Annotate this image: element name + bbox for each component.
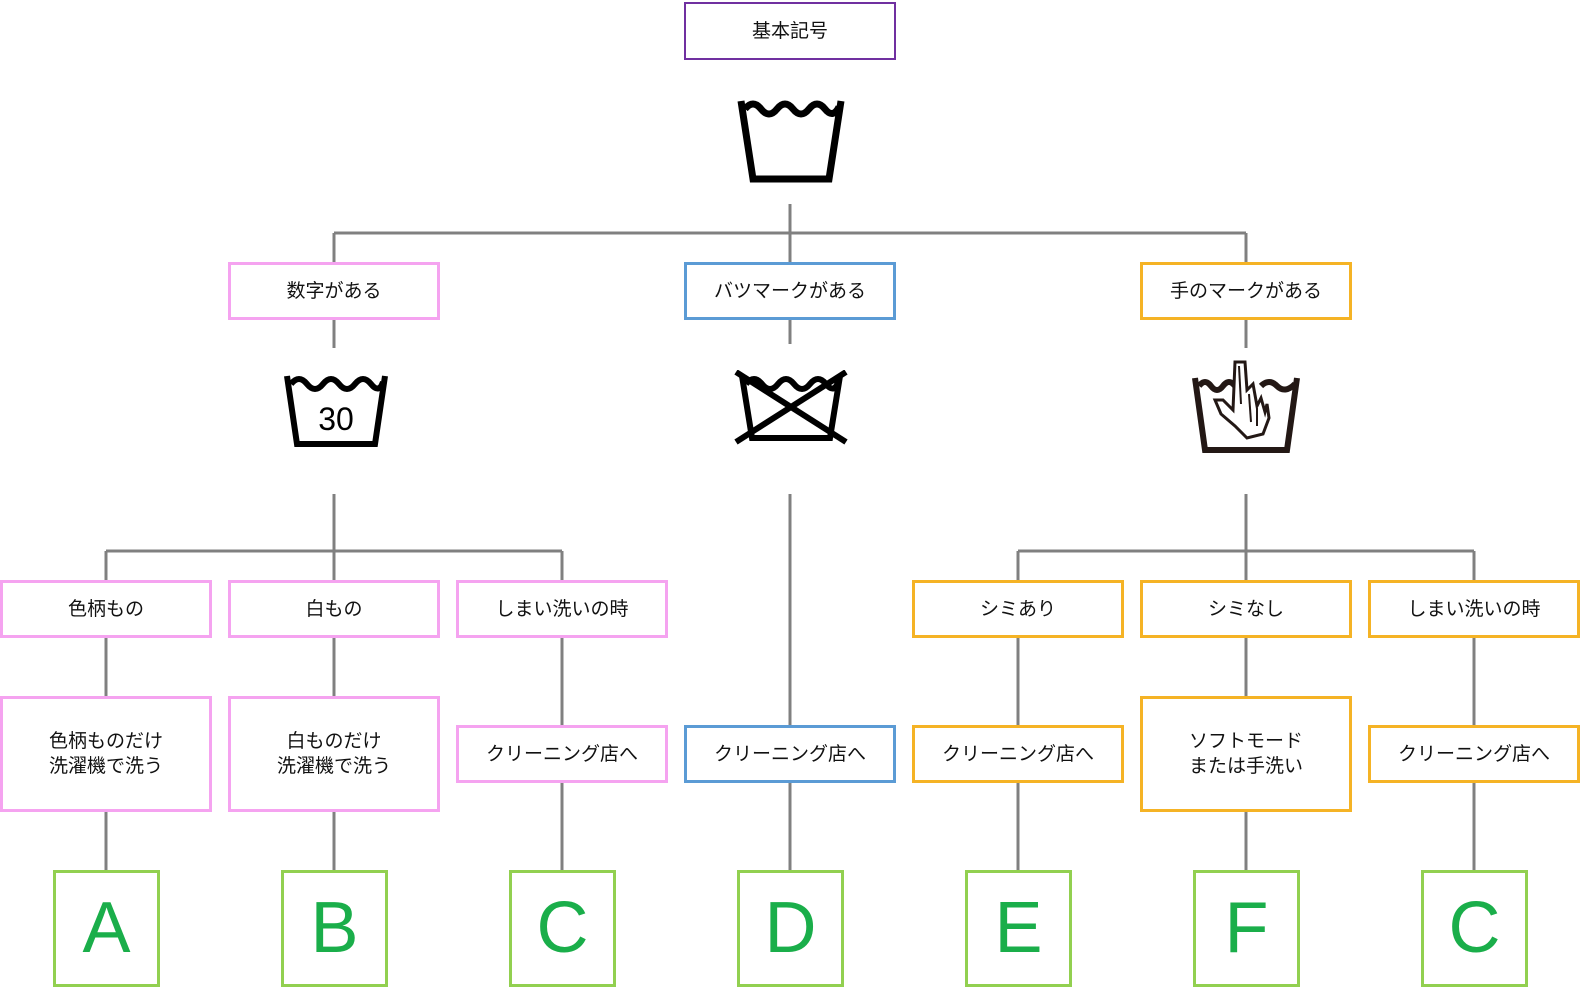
root-label: 基本記号 <box>751 19 828 42</box>
result-letter: F <box>1224 888 1269 968</box>
condition-storage-wash: しまい洗いの時 <box>456 580 668 638</box>
result-b: B <box>281 870 388 987</box>
branch-numbered-label: 数字がある <box>286 279 382 302</box>
action-label: 白ものだけ 洗濯機で洗う <box>276 730 391 777</box>
wash-temperature-label: 30 <box>318 401 354 437</box>
branch-cross-label: バツマークがある <box>713 279 866 302</box>
action-label: クリーニング店へ <box>941 742 1094 765</box>
wash-tub-icon <box>737 100 845 183</box>
hand-wash-icon <box>1192 360 1300 453</box>
branch-cross: バツマークがある <box>684 262 896 320</box>
result-f: F <box>1193 870 1300 987</box>
condition-label: しまい洗いの時 <box>1407 597 1541 620</box>
action-label: クリーニング店へ <box>1397 742 1550 765</box>
result-letter: C <box>1448 888 1501 968</box>
action-colored: 色柄ものだけ 洗濯機で洗う <box>0 696 212 812</box>
result-letter: C <box>536 888 589 968</box>
action-soft-mode: ソフトモード または手洗い <box>1140 696 1352 812</box>
branch-hand-label: 手のマークがある <box>1169 279 1322 302</box>
condition-no-stain: シミなし <box>1140 580 1352 638</box>
condition-label: シミあり <box>979 597 1056 620</box>
action-cleaners-e: クリーニング店へ <box>912 725 1124 783</box>
condition-label: シミなし <box>1207 597 1284 620</box>
wash-30-icon: 30 <box>284 375 388 447</box>
action-cleaners-c2: クリーニング店へ <box>1368 725 1580 783</box>
result-e: E <box>965 870 1072 987</box>
action-label: 色柄ものだけ 洗濯機で洗う <box>48 730 163 777</box>
condition-label: 色柄もの <box>67 597 144 620</box>
result-c: C <box>509 870 616 987</box>
condition-label: 白もの <box>305 597 363 620</box>
result-d: D <box>737 870 844 987</box>
result-a: A <box>53 870 160 987</box>
result-letter: B <box>310 888 359 968</box>
result-letter: D <box>764 888 817 968</box>
root-node: 基本記号 <box>684 2 896 60</box>
action-white: 白ものだけ 洗濯機で洗う <box>228 696 440 812</box>
condition-white: 白もの <box>228 580 440 638</box>
result-letter: A <box>82 888 131 968</box>
do-not-wash-icon <box>734 370 848 445</box>
action-label: クリーニング店へ <box>713 742 866 765</box>
condition-label: しまい洗いの時 <box>495 597 629 620</box>
condition-colored: 色柄もの <box>0 580 212 638</box>
action-label: ソフトモード または手洗い <box>1188 730 1303 777</box>
branch-numbered: 数字がある <box>228 262 440 320</box>
action-cleaners-d: クリーニング店へ <box>684 725 896 783</box>
result-c-2: C <box>1421 870 1528 987</box>
branch-hand: 手のマークがある <box>1140 262 1352 320</box>
condition-storage-wash-hand: しまい洗いの時 <box>1368 580 1580 638</box>
condition-stain: シミあり <box>912 580 1124 638</box>
action-cleaners-c: クリーニング店へ <box>456 725 668 783</box>
result-letter: E <box>994 888 1043 968</box>
action-label: クリーニング店へ <box>485 742 638 765</box>
